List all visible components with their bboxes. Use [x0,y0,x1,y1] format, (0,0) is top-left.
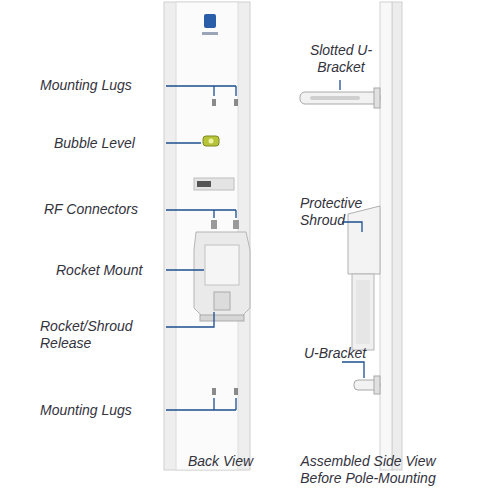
part-label: Bubble Level [54,135,164,152]
part-label: Protective Shroud [300,195,380,229]
part-label: U-Bracket [304,345,384,362]
part-label: Mounting Lugs [40,77,164,94]
part-label: Slotted U-Bracket [300,42,382,76]
view-caption: Assembled Side View Before Pole-Mounting [280,453,456,487]
part-label: RF Connectors [44,201,164,218]
view-caption: Back View [188,453,268,470]
part-label: Rocket/Shroud Release [40,318,152,352]
part-label: Mounting Lugs [40,402,164,419]
part-label: Rocket Mount [56,262,164,279]
